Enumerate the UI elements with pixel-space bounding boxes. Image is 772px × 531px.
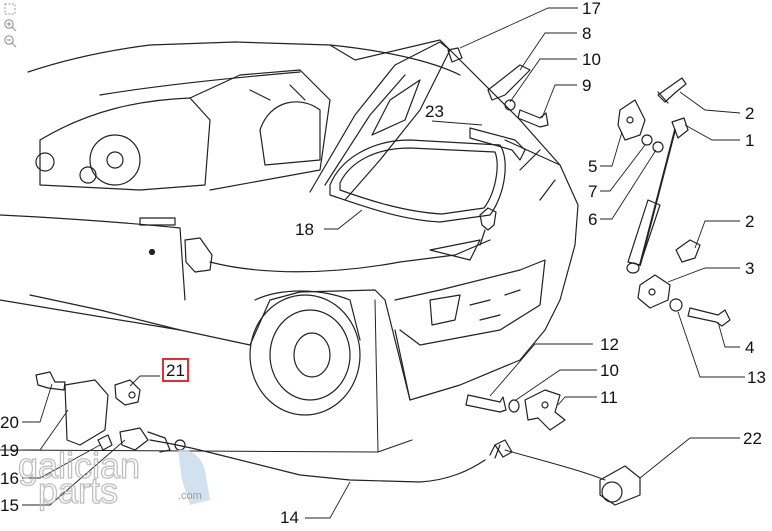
- callout-14[interactable]: 14: [280, 508, 299, 527]
- trunk-latch-23: [479, 207, 497, 231]
- leader-lines: [22, 7, 745, 519]
- callout-10-lower[interactable]: 10: [600, 361, 619, 380]
- clip-16: [97, 434, 113, 451]
- callout-1[interactable]: 1: [745, 131, 754, 150]
- zoom-out-icon[interactable]: [3, 34, 17, 48]
- stud-bolt-2-lower: [675, 239, 701, 263]
- watermark-logo: galician parts .com: [17, 444, 210, 512]
- callout-3[interactable]: 3: [745, 259, 754, 278]
- callout-23[interactable]: 23: [425, 102, 444, 121]
- zoom-toolbar: [3, 2, 19, 50]
- svg-text:parts: parts: [38, 470, 118, 511]
- latch-strap-23: [469, 127, 526, 161]
- callout-9[interactable]: 9: [582, 76, 591, 95]
- spring-22: [494, 439, 513, 458]
- callout-6[interactable]: 6: [588, 210, 597, 229]
- windshield: [39, 97, 211, 191]
- callout-17[interactable]: 17: [582, 0, 601, 18]
- bracket-19: [64, 379, 109, 446]
- callout-5[interactable]: 5: [588, 157, 597, 176]
- svg-text:.com: .com: [178, 490, 202, 502]
- callout-2-top[interactable]: 2: [745, 104, 754, 123]
- callout-18[interactable]: 18: [295, 220, 314, 239]
- callout-4[interactable]: 4: [745, 338, 754, 357]
- hinge-5: [617, 99, 646, 141]
- fit-screen-icon[interactable]: [3, 2, 17, 16]
- bolt-20: [35, 371, 66, 391]
- bolt-4: [687, 307, 731, 327]
- callout-15[interactable]: 15: [0, 496, 19, 515]
- release-lever: [184, 237, 213, 273]
- svg-text:galician: galician: [18, 445, 140, 486]
- callout-22[interactable]: 22: [743, 429, 762, 448]
- callout-12[interactable]: 12: [600, 335, 619, 354]
- callout-11[interactable]: 11: [600, 388, 618, 407]
- callout-8[interactable]: 8: [582, 24, 591, 43]
- trunk-lid: [309, 41, 451, 201]
- nut-17: [447, 47, 463, 63]
- rear-bumper: [394, 259, 546, 346]
- bracket-3: [637, 274, 671, 309]
- callout-10-top[interactable]: 10: [582, 50, 601, 69]
- bushing-22: [599, 465, 641, 506]
- trunk-seal: [329, 139, 506, 223]
- callout-20[interactable]: 20: [0, 413, 19, 432]
- callout-16[interactable]: 16: [0, 469, 19, 488]
- car-body-outline: [27, 39, 579, 401]
- steering-wheel: [89, 134, 141, 186]
- bolt-12: [465, 394, 507, 413]
- callout-19[interactable]: 19: [0, 441, 19, 460]
- callout-7[interactable]: 7: [588, 182, 597, 201]
- door-handle: [139, 217, 176, 226]
- highlight-box: [162, 358, 189, 382]
- bracket-8: [487, 64, 531, 101]
- rear-wheel: [249, 294, 361, 416]
- stud-bolt-2-top: [657, 77, 687, 103]
- callout-13[interactable]: 13: [747, 368, 766, 387]
- zoom-in-icon[interactable]: [3, 18, 17, 32]
- switch-21: [114, 379, 141, 406]
- bolt-9: [517, 109, 549, 128]
- callout-21[interactable]: 21: [166, 361, 185, 380]
- release-cable-14: [149, 439, 486, 483]
- latch-11: [524, 389, 566, 431]
- gas-strut: [639, 129, 676, 266]
- callout-2-lower[interactable]: 2: [745, 212, 754, 231]
